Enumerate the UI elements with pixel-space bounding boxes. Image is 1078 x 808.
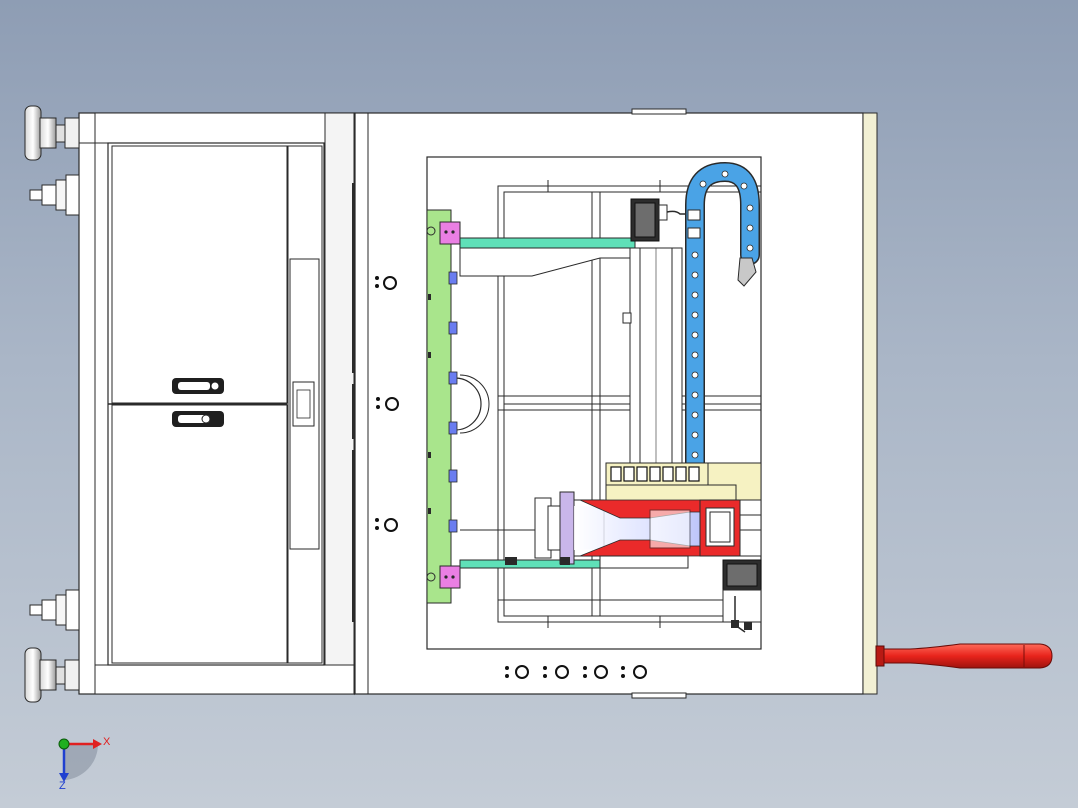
sight-window bbox=[454, 377, 482, 431]
left-cabinet bbox=[78, 112, 358, 696]
cabinet-door-upper[interactable] bbox=[111, 145, 288, 404]
x-axis-label: X bbox=[103, 736, 111, 748]
axis-triad: X Z bbox=[58, 736, 111, 792]
laser-head-icon bbox=[460, 491, 762, 569]
caster-wheel-icon bbox=[29, 174, 80, 216]
magenta-connector-top bbox=[439, 221, 461, 245]
sensor-icon bbox=[687, 209, 701, 239]
leveling-foot-icon bbox=[24, 105, 80, 161]
door-lock-icon[interactable] bbox=[172, 411, 224, 427]
leveling-foot-icon bbox=[24, 647, 80, 703]
mounting-holes bbox=[375, 276, 399, 532]
clamp-blocks bbox=[448, 271, 458, 533]
work-chamber[interactable] bbox=[426, 156, 762, 650]
caster-wheel-icon bbox=[29, 589, 80, 631]
y-axis-origin bbox=[58, 738, 70, 750]
linear-module bbox=[622, 247, 683, 469]
servo-motor-icon bbox=[630, 198, 688, 242]
cabinet-door-lower[interactable] bbox=[111, 404, 288, 664]
magenta-connector-bottom bbox=[439, 565, 461, 589]
bottom-hole-row bbox=[505, 665, 647, 679]
teal-rail-top bbox=[459, 237, 636, 249]
handle-icon[interactable] bbox=[875, 643, 1053, 669]
terminal-block bbox=[605, 462, 762, 502]
z-axis-label: Z bbox=[59, 780, 66, 792]
servo-motor-lower-icon bbox=[722, 559, 762, 633]
drag-chain-icon bbox=[685, 161, 760, 475]
mounting-plate bbox=[426, 209, 452, 604]
door-latch-icon[interactable] bbox=[172, 378, 224, 394]
